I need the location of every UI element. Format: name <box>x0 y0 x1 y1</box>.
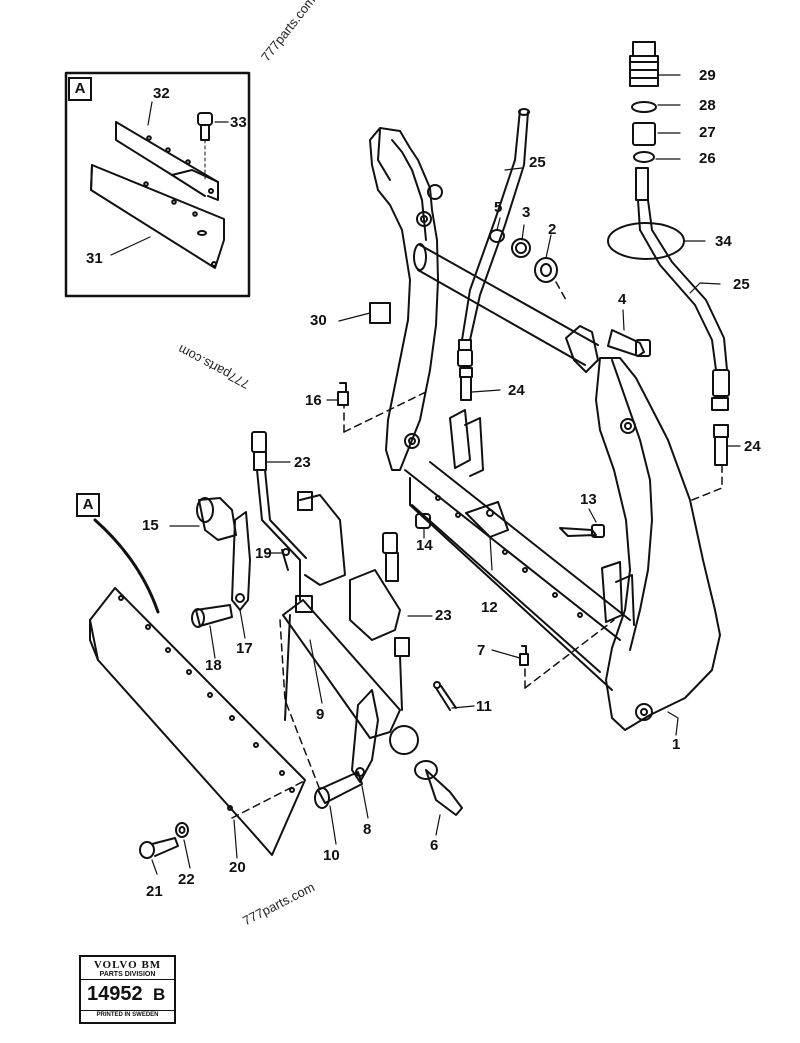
part-label-1: 1 <box>672 736 681 753</box>
leader-lines <box>151 74 741 875</box>
plate-20 <box>89 587 306 856</box>
part-label-29: 29 <box>699 67 716 84</box>
pipe-23-upper <box>251 431 346 601</box>
part-label-26: 26 <box>699 150 716 167</box>
stamp-number: 14952 <box>87 983 143 1005</box>
lever-17 <box>231 511 251 611</box>
part-label-18: 18 <box>205 657 222 674</box>
part-label-8: 8 <box>363 821 372 838</box>
part-label-17: 17 <box>236 640 253 657</box>
pin-15 <box>196 497 237 541</box>
part-label-23b: 23 <box>435 607 452 624</box>
fitting-24-upper <box>459 367 473 401</box>
callout-letter: A <box>76 493 100 517</box>
hose-right <box>607 167 730 411</box>
part-label-20: 20 <box>229 859 246 876</box>
frame-lower-beam <box>404 461 631 691</box>
plate-12 <box>465 501 509 538</box>
frame-left-upright <box>369 127 443 471</box>
detail-bolt-33 <box>197 112 213 181</box>
part-label-16: 16 <box>305 392 322 409</box>
frame-brackets <box>449 409 635 626</box>
part-label-25b: 25 <box>733 276 750 293</box>
detail-plate-upper <box>115 121 219 201</box>
frame-cross-tube <box>413 243 599 366</box>
part-label-19: 19 <box>255 545 272 562</box>
part-label-21: 21 <box>146 883 163 900</box>
volvo-stamp: VOLVO BM PARTS DIVISION 14952 B PRINTED … <box>79 955 176 1024</box>
decal-30 <box>369 302 391 324</box>
part-label-33: 33 <box>230 114 247 131</box>
part-label-3: 3 <box>522 204 531 221</box>
nut-14 <box>415 513 431 529</box>
part-label-13: 13 <box>580 491 597 508</box>
part-label-6: 6 <box>430 837 439 854</box>
part-label-22: 22 <box>178 871 195 888</box>
part-label-34: 34 <box>715 233 732 250</box>
coupling-stack <box>629 41 659 163</box>
stamp-brand: VOLVO BM <box>93 959 162 971</box>
part-label-27: 27 <box>699 124 716 141</box>
bolt-4 <box>607 329 651 357</box>
fitting-24-right <box>713 424 729 466</box>
bolt-18 <box>191 604 233 628</box>
callout-arc <box>93 518 160 614</box>
stamp-division: PARTS DIVISION <box>81 971 174 980</box>
stamp-printed: PRINTED IN SWEDEN <box>81 1010 174 1018</box>
part-label-5: 5 <box>494 199 503 216</box>
pipe-23-lower <box>349 532 410 711</box>
part-label-24b: 24 <box>744 438 761 455</box>
part-label-28: 28 <box>699 97 716 114</box>
cylinder-9 <box>282 595 419 755</box>
washer-22 <box>175 822 189 838</box>
nipple-7 <box>519 645 529 666</box>
split-pin-11 <box>433 681 457 711</box>
detail-box <box>64 71 251 298</box>
detail-plate-lower <box>90 164 225 269</box>
part-label-4: 4 <box>618 291 627 308</box>
dashed-lines <box>231 281 723 819</box>
part-label-10: 10 <box>323 847 340 864</box>
part-label-25a: 25 <box>529 154 546 171</box>
part-label-12: 12 <box>481 599 498 616</box>
bolt-21 <box>139 837 179 859</box>
nipple-16 <box>337 382 349 406</box>
hose-upper <box>457 108 530 367</box>
part-label-9: 9 <box>316 706 325 723</box>
part-label-11: 11 <box>476 698 492 715</box>
part-label-23a: 23 <box>294 454 311 471</box>
pin-10 <box>314 771 363 809</box>
pin-19 <box>281 548 290 571</box>
fitting-6 <box>414 760 463 816</box>
part-label-2: 2 <box>548 221 557 238</box>
part-label-32: 32 <box>153 85 170 102</box>
part-label-31: 31 <box>86 250 103 267</box>
frame-right-upright <box>565 325 721 731</box>
part-label-14: 14 <box>416 537 433 554</box>
stamp-revision: B <box>153 985 166 1004</box>
part-label-7: 7 <box>477 642 486 659</box>
detail-letter: A <box>68 77 92 101</box>
bolt-13 <box>559 524 605 538</box>
part-label-15: 15 <box>142 517 159 534</box>
part-label-24a: 24 <box>508 382 525 399</box>
part-label-30: 30 <box>310 312 327 329</box>
